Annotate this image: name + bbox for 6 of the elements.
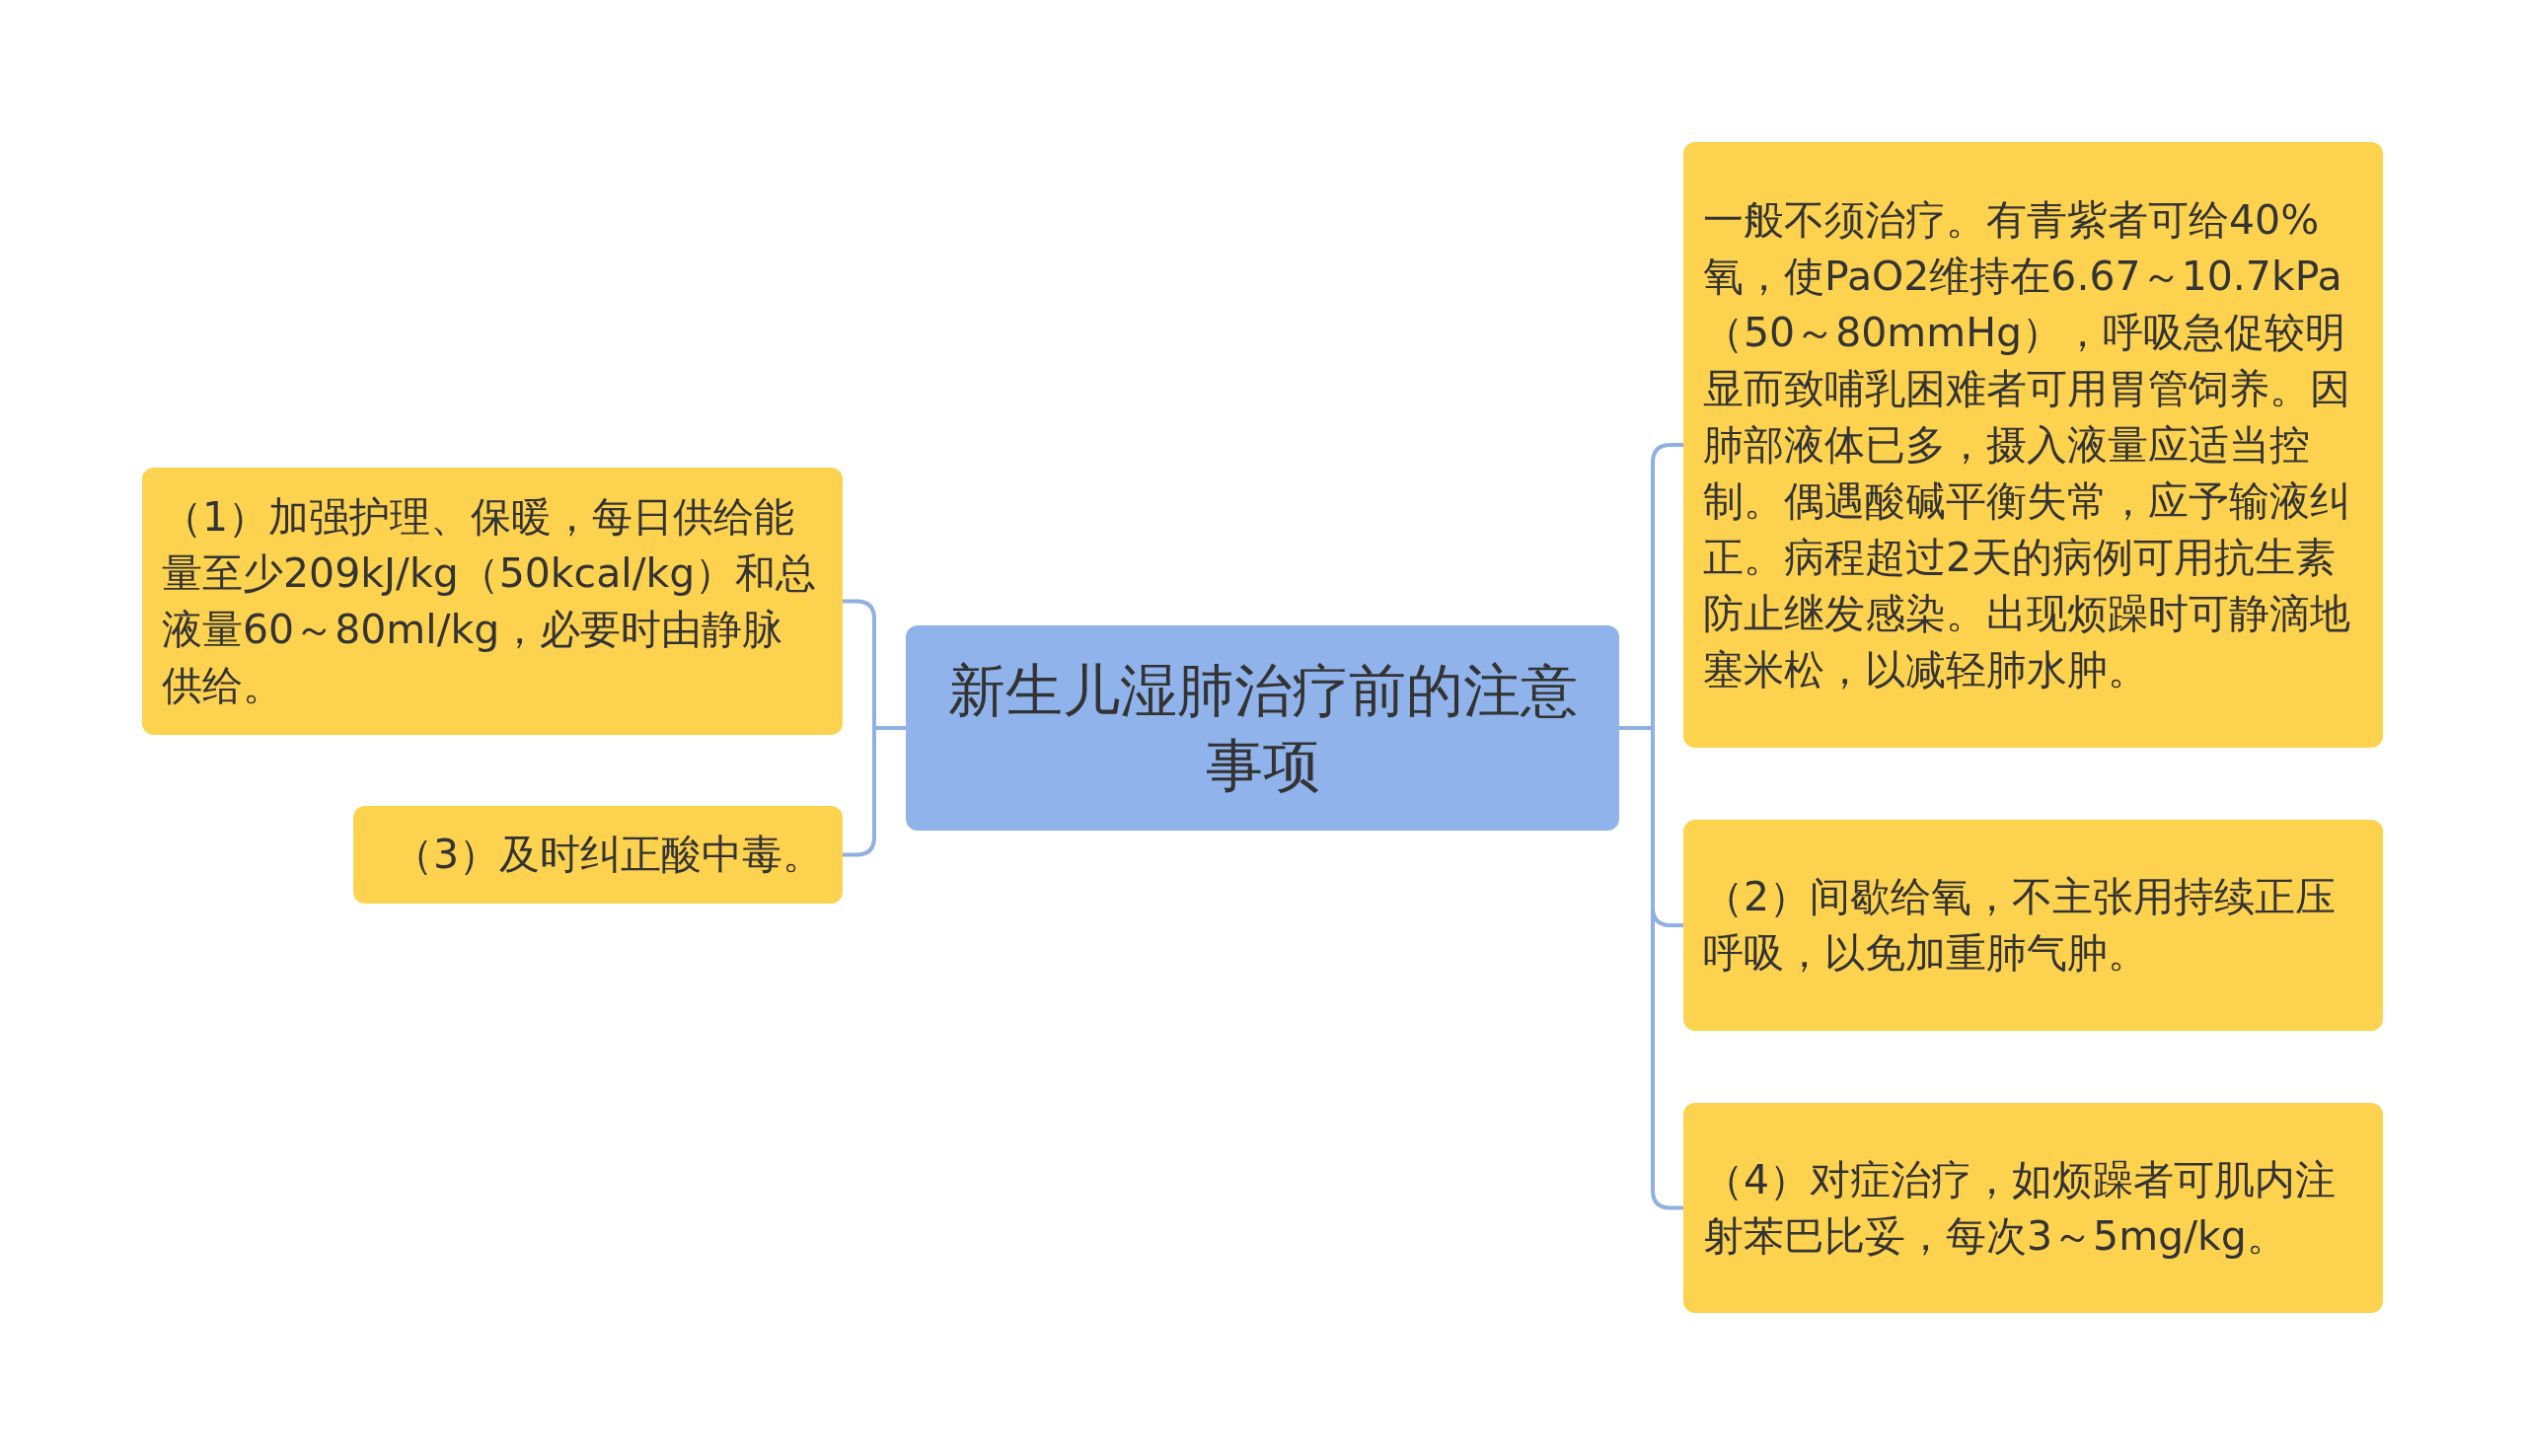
note-box: （2）间歇给氧，不主张用持续正压呼吸，以免加重肺气肿。 (1683, 820, 2383, 1031)
note-box: （1）加强护理、保暖，每日供给能量至少209kJ/kg（50kcal/kg）和总液量60～80ml/kg，必要时由静脉供给。 (142, 468, 843, 735)
note-box: （4）对症治疗，如烦躁者可肌内注射苯巴比妥，每次3～5mg/kg。 (1683, 1103, 2383, 1313)
note-box: 一般不须治疗。有青紫者可给40%氧，使PaO2维持在6.67～10.7kPa（50～80mmHg），呼吸急促较明显而致哺乳困难者可用胃管饲养。因肺部液体已多，摄入液量应适当控制。偶遇酸碱平衡失常，应予输液纠正。病程超过2天的病例可用抗生素防止继发感染。出现烦躁时可静滴地塞米松，以减轻肺水肿。 (1683, 142, 2383, 748)
topic-box: 新生儿湿肺治疗前的注意事项 (906, 625, 1619, 831)
note-box: （3）及时纠正酸中毒。 (353, 806, 843, 904)
